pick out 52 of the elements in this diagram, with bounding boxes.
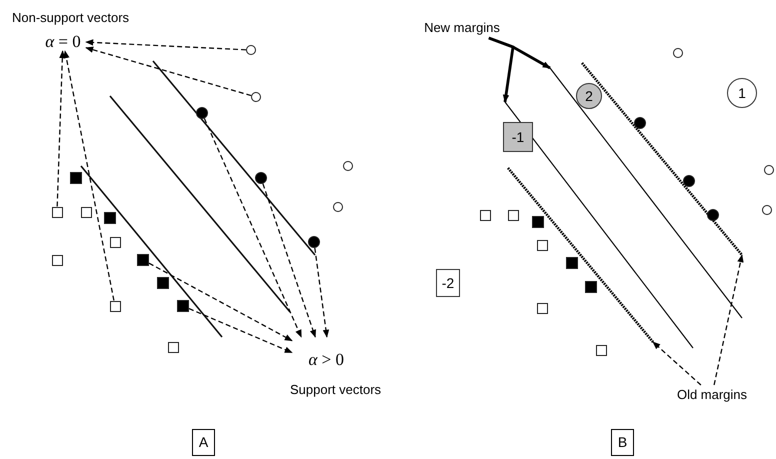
numbered-square: -2 [436,269,460,297]
circle-data-point [255,172,267,184]
arrow [262,184,316,338]
square-data-point [104,212,116,224]
circle-data-point [673,48,683,58]
square-data-point [110,300,120,312]
arrow [148,262,293,342]
leader-line [652,341,702,386]
arrow [85,46,252,96]
margin-line [505,165,656,345]
square-data-point [596,344,606,356]
square-data-point [110,236,120,248]
circle-data-point [196,107,208,119]
leader-line [714,254,744,386]
circle-data-point [333,202,343,212]
arrow [188,308,293,354]
square-data-point [80,206,92,218]
node-label: Support vectors [290,381,382,399]
margin-line [502,99,696,351]
callout-text: Old margins [666,385,758,405]
square-data-point [137,254,149,266]
square-data-point [566,257,578,269]
square-data-point [177,300,189,312]
circle-data-point [251,92,261,102]
margin-line [579,60,745,258]
circle-data-point [762,205,772,215]
arrow [63,50,114,301]
square-data-point [585,281,597,293]
circle-data-point [246,45,256,55]
circle-data-point [308,236,320,248]
square-data-point [480,210,490,220]
circle-data-point [764,165,774,175]
square-data-point [52,254,62,266]
arrow [204,118,302,338]
arrow [56,50,66,207]
panel-label: A [192,429,215,456]
formula-label: α > 0 [292,337,344,368]
circle-data-point [634,117,646,129]
panel-label: B [611,429,634,456]
node-label: Non-support vectors [12,9,130,27]
square-data-point [52,206,62,218]
circle-data-point [343,161,353,171]
square-data-point [157,277,169,289]
leader-line [488,36,515,103]
circle-data-point [683,175,695,187]
margin-line [547,65,745,321]
formula-label: α = 0 [40,31,86,51]
arrow [85,39,246,50]
square-data-point [168,342,178,352]
square-data-point [70,172,82,184]
arrow [314,248,330,338]
callout-text: New margins [413,18,511,38]
